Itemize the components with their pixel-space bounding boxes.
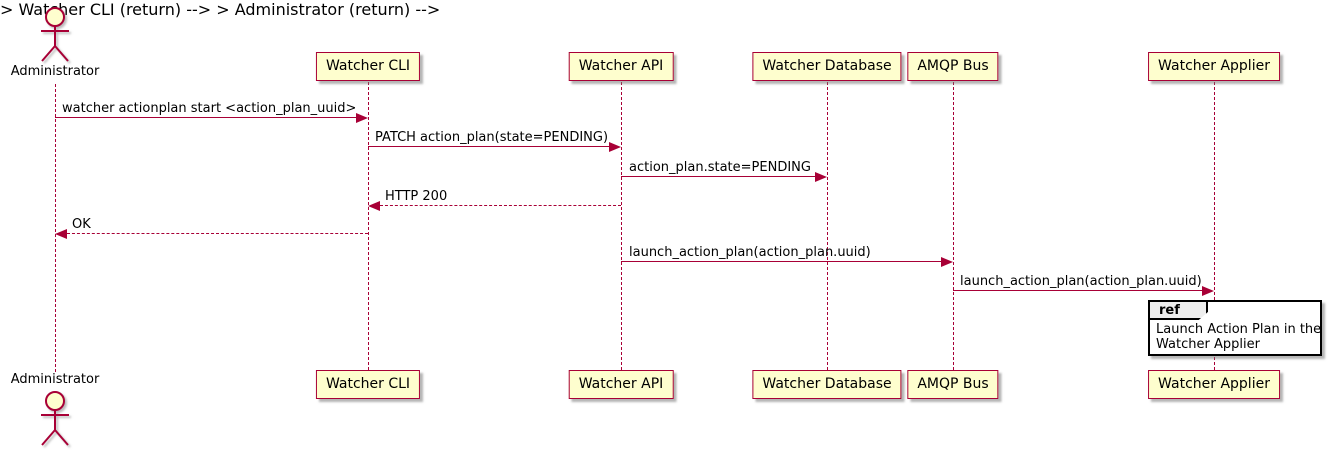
lifeline-watcher-cli — [368, 82, 369, 370]
lifeline-amqp-bus — [953, 82, 954, 370]
message-line-2 — [368, 146, 610, 147]
participant-top-watcher-api: Watcher API — [568, 52, 674, 81]
message-line-3 — [621, 176, 816, 177]
ref-text-line2: Watcher Applier — [1156, 337, 1260, 352]
ref-fragment: ref Launch Action Plan in the Watcher Ap… — [1148, 300, 1322, 356]
message-label-3: action_plan.state=PENDING — [629, 160, 811, 175]
arrowhead-right-icon — [356, 113, 368, 123]
arrowhead-right-icon — [1202, 286, 1214, 296]
lifeline-administrator — [55, 84, 56, 372]
message-line-5 — [67, 233, 368, 234]
participant-bottom-watcher-database: Watcher Database — [752, 370, 902, 399]
arrowhead-right-icon — [609, 142, 621, 152]
actor-label-bottom: Administrator — [10, 372, 100, 387]
arrowhead-right-icon — [815, 172, 827, 182]
participant-bottom-watcher-applier: Watcher Applier — [1148, 370, 1280, 399]
participant-top-watcher-applier: Watcher Applier — [1148, 52, 1280, 81]
message-line-6 — [621, 261, 942, 262]
participant-bottom-watcher-api: Watcher API — [568, 370, 674, 399]
message-line-4 — [380, 205, 621, 206]
message-label-6: launch_action_plan(action_plan.uuid) — [629, 245, 871, 260]
actor-label-top: Administrator — [10, 64, 100, 79]
ref-text-line1: Launch Action Plan in the — [1156, 322, 1322, 337]
ref-text: Launch Action Plan in the Watcher Applie… — [1156, 322, 1321, 352]
arrowhead-right-icon — [941, 257, 953, 267]
arrowhead-left-icon — [368, 201, 380, 211]
message-line-1 — [55, 117, 357, 118]
message-label-4: HTTP 200 — [385, 189, 448, 204]
participant-top-amqp-bus: AMQP Bus — [907, 52, 999, 81]
message-label-2: PATCH action_plan(state=PENDING) — [375, 130, 609, 145]
message-label-1: watcher actionplan start <action_plan_uu… — [62, 101, 357, 116]
message-label-7: launch_action_plan(action_plan.uuid) — [960, 274, 1202, 289]
actor-icon — [41, 7, 69, 62]
lifeline-watcher-api — [621, 82, 622, 370]
ref-keyword: ref — [1150, 302, 1208, 320]
participant-bottom-amqp-bus: AMQP Bus — [907, 370, 999, 399]
participant-top-watcher-database: Watcher Database — [752, 52, 902, 81]
message-label-5: OK — [72, 217, 91, 232]
message-line-7 — [953, 290, 1203, 291]
actor-icon — [41, 391, 69, 446]
participant-top-watcher-cli: Watcher CLI — [315, 52, 421, 81]
arrowhead-left-icon — [55, 229, 67, 239]
participant-bottom-watcher-cli: Watcher CLI — [315, 370, 421, 399]
lifeline-watcher-database — [827, 82, 828, 370]
lifeline-watcher-applier — [1214, 82, 1215, 370]
